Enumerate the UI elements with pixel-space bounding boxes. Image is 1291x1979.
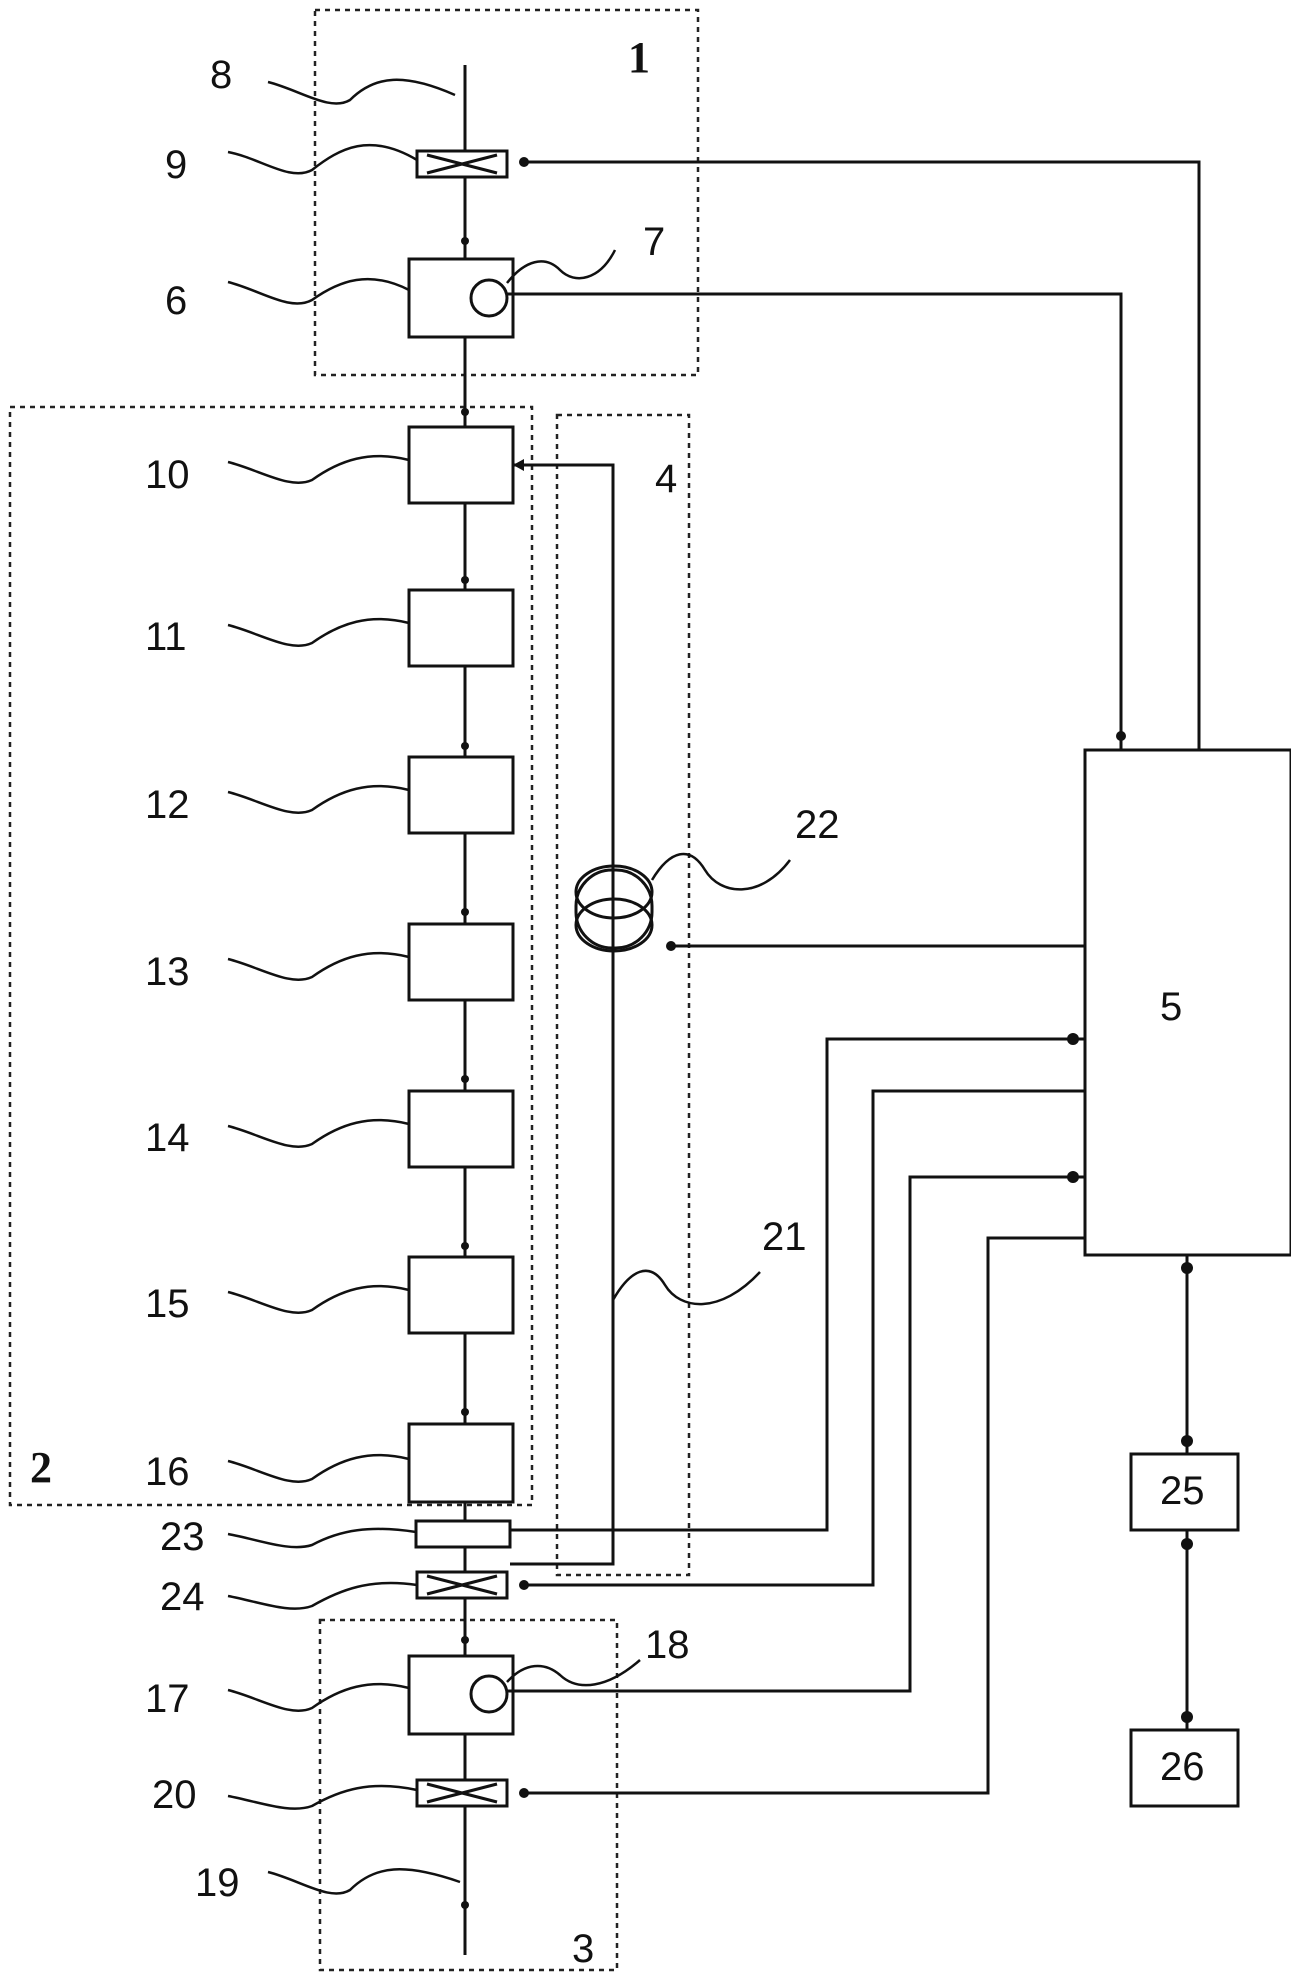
signal-valve-9 <box>526 160 1201 750</box>
label-15: 15 <box>145 1282 190 1326</box>
label-11: 11 <box>145 615 187 659</box>
leader-10 <box>227 454 410 484</box>
valve-20 <box>415 1778 509 1808</box>
valve-24 <box>415 1570 509 1600</box>
label-3: 3 <box>572 1927 594 1971</box>
label-20: 20 <box>152 1773 197 1817</box>
label-18: 18 <box>645 1623 690 1667</box>
label-2: 2 <box>30 1443 52 1492</box>
pump-22 <box>574 864 654 953</box>
leader-7 <box>506 249 617 284</box>
leader-24 <box>227 1581 418 1610</box>
leader-17 <box>227 1682 410 1712</box>
leader-11 <box>227 617 410 647</box>
leader-21 <box>611 1269 761 1306</box>
label-1: 1 <box>628 33 650 82</box>
unit-12 <box>407 755 515 835</box>
label-13: 13 <box>145 950 190 994</box>
leader-20 <box>227 1784 418 1810</box>
label-10: 10 <box>145 453 190 497</box>
module-3-boundary <box>318 1618 619 1972</box>
label-12: 12 <box>145 783 190 827</box>
unit-13 <box>407 922 515 1002</box>
module-4-boundary <box>555 413 691 1577</box>
module-1-boundary <box>313 8 700 377</box>
label-19: 19 <box>195 1861 240 1905</box>
line-21 <box>510 463 615 1566</box>
label-25: 25 <box>1160 1469 1205 1513</box>
signal-sensor-18 <box>507 1175 1085 1693</box>
label-7: 7 <box>643 220 665 264</box>
controller-5 <box>1083 748 1291 1257</box>
label-22: 22 <box>795 803 840 847</box>
unit-14 <box>407 1089 515 1169</box>
leader-22 <box>650 852 791 891</box>
label-5: 5 <box>1160 985 1182 1029</box>
unit-23 <box>414 1519 512 1549</box>
label-26: 26 <box>1160 1745 1205 1789</box>
unit-17 <box>407 1654 515 1736</box>
signal-sensor-7 <box>507 292 1123 750</box>
unit-6 <box>407 257 515 339</box>
label-16: 16 <box>145 1450 190 1494</box>
signal-unit-23 <box>510 1037 1085 1532</box>
label-21: 21 <box>762 1215 807 1259</box>
label-24: 24 <box>160 1575 205 1619</box>
label-23: 23 <box>160 1515 205 1559</box>
leader-16 <box>227 1453 410 1483</box>
leader-9 <box>227 143 418 175</box>
sensor-18 <box>469 1674 509 1714</box>
leader-14 <box>227 1118 410 1148</box>
label-6: 6 <box>165 279 187 323</box>
unit-11 <box>407 588 515 668</box>
label-14: 14 <box>145 1116 190 1160</box>
flow-dots <box>461 237 469 1909</box>
signal-valve-24 <box>526 1089 1085 1587</box>
leader-19 <box>267 1868 461 1895</box>
unit-25 <box>1129 1452 1240 1532</box>
label-17: 17 <box>145 1677 190 1721</box>
unit-10 <box>407 425 515 505</box>
label-9: 9 <box>165 143 187 187</box>
label-4: 4 <box>655 457 677 501</box>
unit-16 <box>407 1422 515 1504</box>
unit-26 <box>1129 1728 1240 1808</box>
module-2-boundary <box>8 405 534 1507</box>
leader-8 <box>267 78 456 105</box>
leader-18 <box>506 1659 641 1687</box>
sensor-7 <box>469 278 509 318</box>
valve-9 <box>415 149 509 179</box>
arrow-into-10 <box>513 459 524 471</box>
leader-12 <box>227 784 410 814</box>
leader-15 <box>227 1284 410 1314</box>
leader-23 <box>227 1527 417 1549</box>
label-8: 8 <box>210 53 232 97</box>
signal-valve-20 <box>526 1236 1085 1795</box>
unit-15 <box>407 1255 515 1335</box>
leader-6 <box>227 277 410 305</box>
leader-13 <box>227 951 410 981</box>
